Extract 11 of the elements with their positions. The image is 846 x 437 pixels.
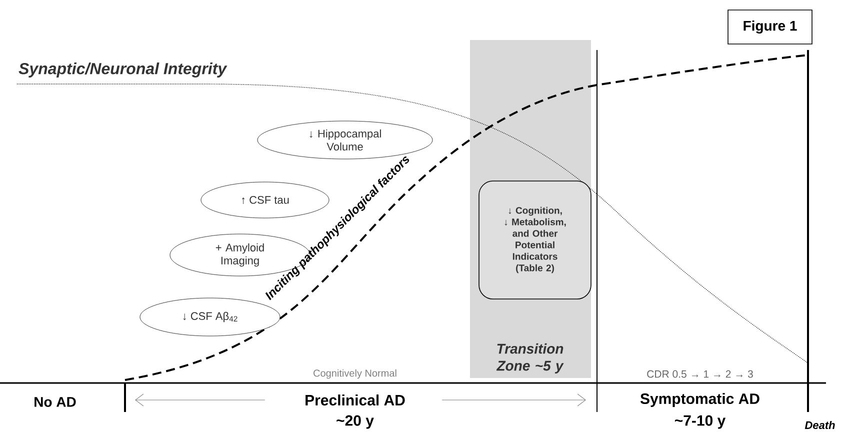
cdr-scale: CDR 0.5 → 1 → 2 → 3	[647, 370, 753, 378]
stage-label: Preclinical AD	[306, 394, 405, 406]
duration-label: ~7-10 y	[674, 415, 726, 429]
death-label: Death	[804, 420, 835, 430]
figure-label-box: Figure 1	[728, 10, 812, 44]
heading: Synaptic/Neuronal Integrity	[18, 62, 228, 78]
indicator-box: ↓ Cognition, ↓ Metabolism, and Other Potential Indicators (Table 2)	[478, 180, 592, 300]
duration-label: ~20 y	[336, 415, 374, 429]
region-label: Cognitively Normal	[314, 369, 396, 379]
stage-label: No AD	[34, 397, 76, 407]
stage-label: Symptomatic AD	[640, 393, 760, 407]
